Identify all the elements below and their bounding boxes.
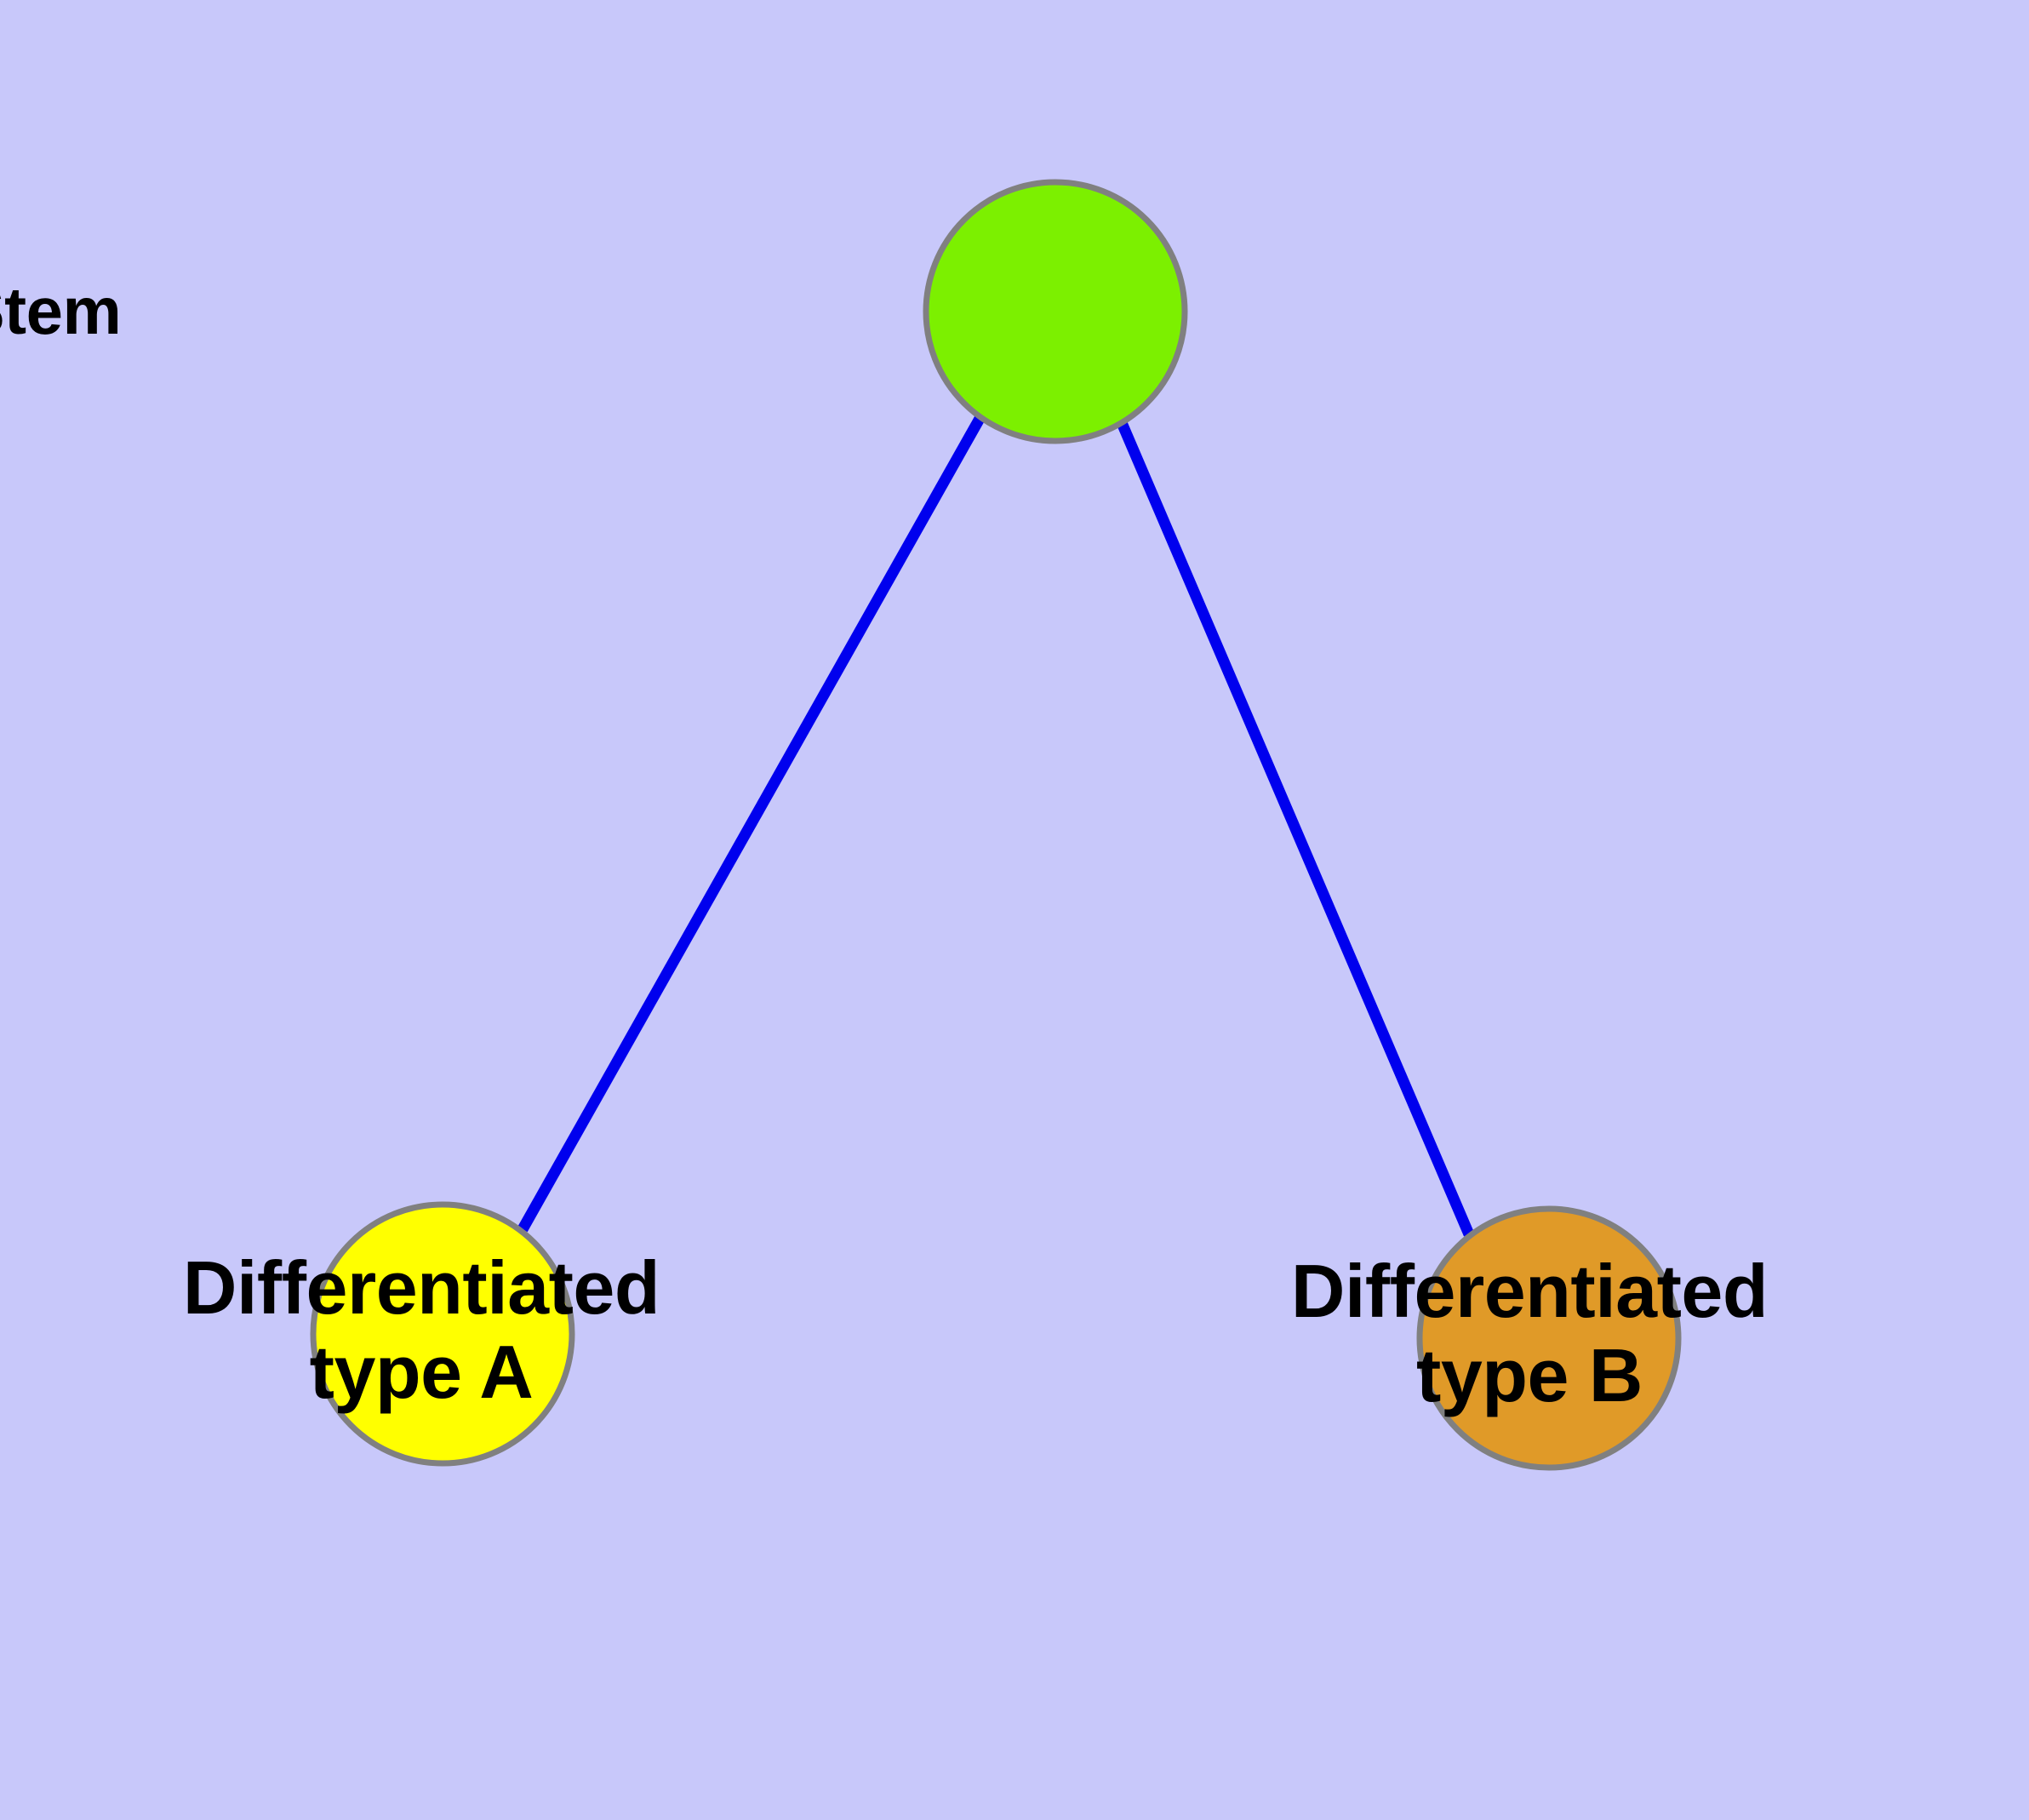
node-stem-circle[interactable] [923, 179, 1188, 444]
edge-stem-to-diff-a[interactable] [517, 414, 986, 1233]
edge-layer [517, 414, 1474, 1237]
node-diff-a-circle[interactable] [310, 1201, 575, 1467]
node-diff-b-circle[interactable] [1416, 1205, 1682, 1471]
node-layer [310, 179, 1682, 1471]
edge-stem-to-diff-b[interactable] [1115, 416, 1474, 1237]
